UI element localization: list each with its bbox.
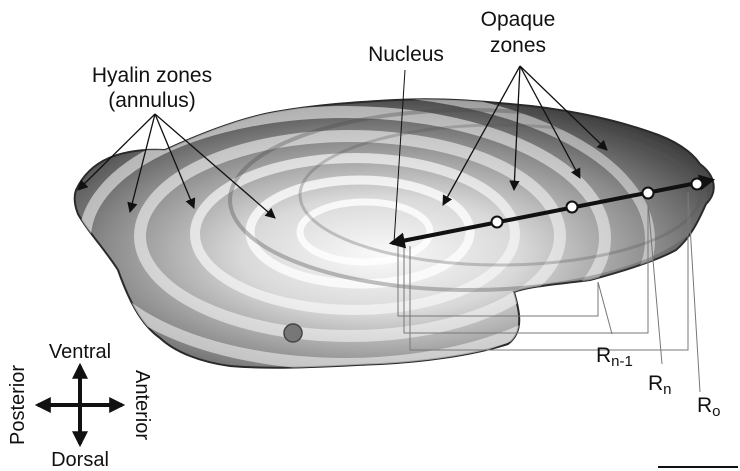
annulus-point [643,188,654,199]
annulus-point [692,179,703,190]
annulus-point [567,202,578,213]
dorsal-label: Dorsal [51,449,109,471]
radius-label-n: Rn [648,372,672,398]
posterior-label: Posterior [7,365,29,445]
radius-label-main: R [596,344,611,367]
otolith-pit [284,324,302,342]
radius-label-sub: n [663,381,671,398]
annulus-point [492,217,503,228]
radius-label-main: R [697,394,712,417]
opaque-label-line1: Opaque [481,8,556,31]
radius-label-sub: o [712,403,720,420]
nucleus-label: Nucleus [368,43,444,66]
ventral-label: Ventral [49,341,111,363]
hyalin-label-line2: (annulus) [108,89,196,112]
radius-label-o: Ro [697,394,721,420]
orientation-compass: Ventral Dorsal Posterior Anterior [7,341,153,471]
opaque-label-line2: zones [490,34,546,57]
radius-label-main: R [648,372,663,395]
radius-label-sub: n-1 [611,353,633,370]
hyalin-label-line1: Hyalin zones [92,64,212,87]
anterior-label: Anterior [131,370,153,440]
radius-label-n-minus-1: Rn-1 [596,344,633,370]
